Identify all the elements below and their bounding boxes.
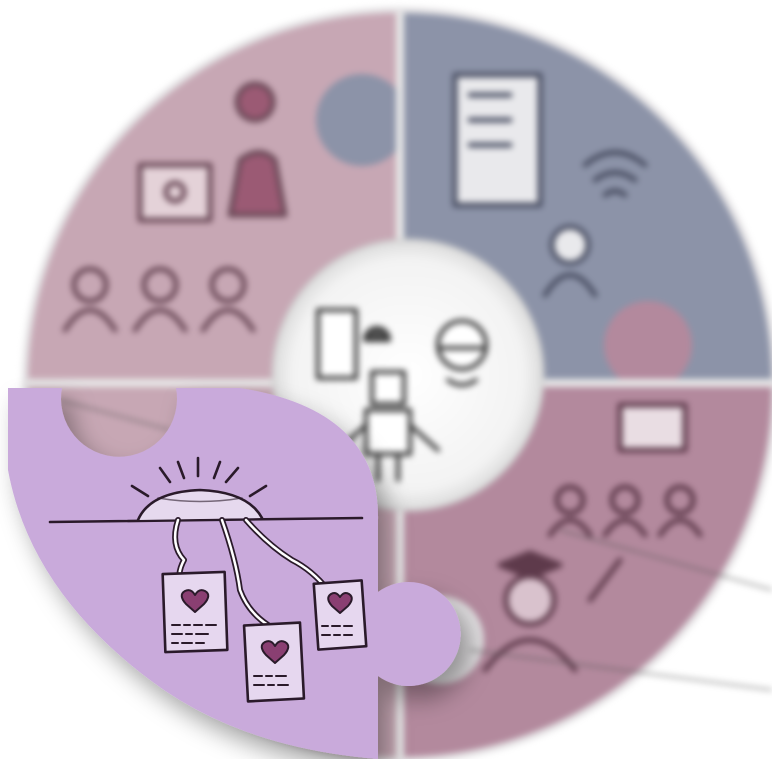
screen-icon <box>617 402 688 453</box>
knob-left <box>74 374 166 466</box>
bot-head-icon <box>436 319 488 387</box>
bottom-right-icons <box>482 402 703 673</box>
people-icon <box>62 266 256 333</box>
sunrise-heart-cards-illustration <box>48 456 368 703</box>
person-icon <box>542 224 598 298</box>
people-icon <box>547 484 703 538</box>
center-icons <box>316 308 488 482</box>
heart-card-icon <box>242 621 306 703</box>
heart-card-icon <box>161 570 229 654</box>
knob-top <box>316 74 408 166</box>
pawn-icon <box>227 81 288 218</box>
top-left-icons <box>62 81 288 333</box>
sunrise-icon <box>48 456 364 524</box>
frame-icon <box>137 162 213 223</box>
wifi-icon <box>582 150 648 198</box>
knob-right <box>604 301 692 389</box>
heart-card-icon <box>312 579 368 651</box>
top-right-icons <box>452 72 648 298</box>
device-icon <box>316 308 358 380</box>
graduate-icon <box>482 550 623 673</box>
robot-icon <box>336 370 440 482</box>
